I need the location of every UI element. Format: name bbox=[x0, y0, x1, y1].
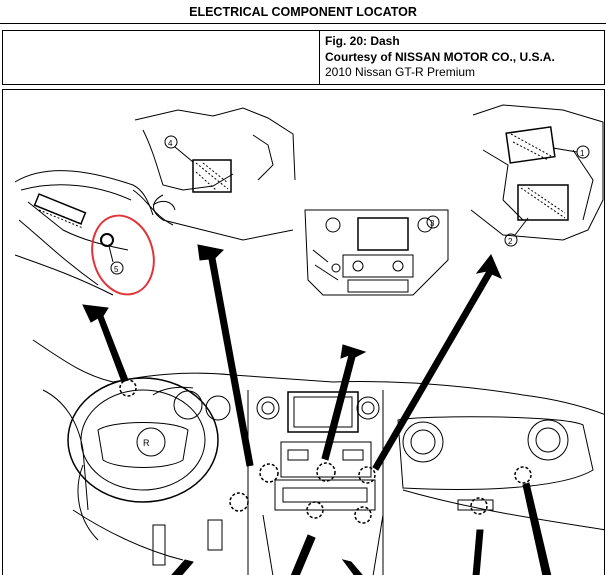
page-title: ELECTRICAL COMPONENT LOCATOR bbox=[189, 5, 417, 19]
highlight-circle bbox=[91, 214, 155, 296]
gtr-logo-text: R bbox=[143, 438, 150, 448]
location-markers bbox=[119, 379, 532, 524]
arrow-to-detail-5 bbox=[82, 304, 129, 383]
arrow-to-detail-1-2 bbox=[372, 254, 502, 471]
arrow-to-detail-4 bbox=[197, 244, 254, 467]
figure-caption-cell: Fig. 20: Dash Courtesy of NISSAN MOTOR C… bbox=[319, 31, 605, 84]
detail-view-1-2: 1 2 bbox=[470, 104, 604, 247]
arrow-lower-right bbox=[522, 482, 552, 575]
dash-illustration-frame: 5 4 3 bbox=[2, 89, 605, 575]
detail-view-3: 3 bbox=[304, 209, 449, 296]
callout-5-label: 5 bbox=[114, 265, 119, 274]
dash-illustration: 5 4 3 bbox=[14, 104, 604, 575]
steering-wheel bbox=[67, 377, 219, 503]
figure-label: Fig. 20: Dash bbox=[325, 34, 400, 48]
center-display bbox=[287, 391, 359, 433]
callout-3-label: 3 bbox=[430, 219, 435, 228]
detail-view-4: 4 bbox=[132, 107, 296, 241]
callout-1-label: 1 bbox=[580, 149, 585, 158]
callout-4-label: 4 bbox=[168, 139, 173, 148]
detail-view-5: 5 bbox=[14, 170, 155, 296]
figure-header-table: Fig. 20: Dash Courtesy of NISSAN MOTOR C… bbox=[2, 30, 605, 85]
title-bar: ELECTRICAL COMPONENT LOCATOR bbox=[0, 0, 606, 24]
vehicle-line: 2010 Nissan GT-R Premium bbox=[325, 65, 476, 79]
callout-2-label: 2 bbox=[508, 237, 513, 246]
courtesy-line: Courtesy of NISSAN MOTOR CO., U.S.A. bbox=[325, 49, 555, 64]
main-dashboard: R bbox=[32, 339, 604, 575]
